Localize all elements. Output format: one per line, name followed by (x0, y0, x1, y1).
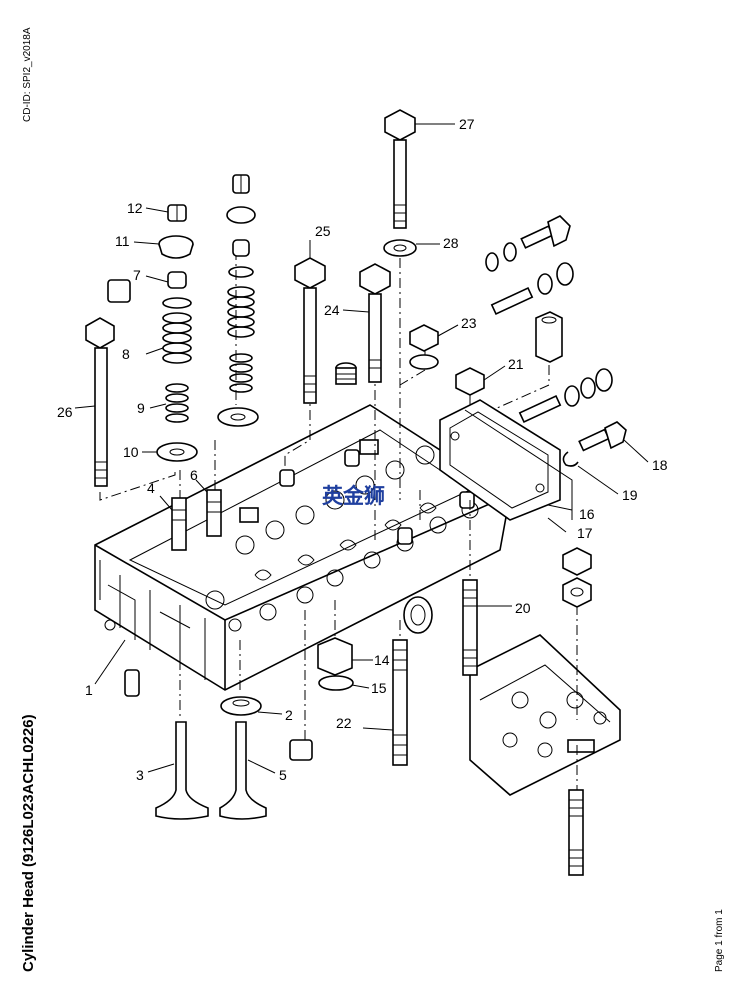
cylinder-head-drawing (94, 404, 511, 691)
bolt-group-top (485, 215, 571, 272)
bolt-group-lower (518, 368, 613, 424)
callout-17: 17 (577, 525, 593, 541)
nut-21 (455, 367, 485, 396)
head-bolt-25 (294, 257, 326, 404)
callout-14: 14 (374, 652, 390, 668)
valve-guide-6 (206, 489, 222, 537)
callout-23: 23 (461, 315, 477, 331)
callout-11: 11 (115, 233, 130, 249)
stem-seal-right (232, 239, 250, 257)
callout-19: 19 (622, 487, 638, 503)
callout-26: 26 (57, 404, 73, 420)
nuts-bottom-right (562, 547, 592, 608)
head-bolt-27 (384, 109, 416, 229)
gasket-16 (439, 399, 561, 521)
outer-valve-spring-8 (162, 312, 192, 364)
callout-3: 3 (136, 767, 144, 783)
sleeve-nut (535, 311, 563, 363)
valve-stem-seal-7 (167, 271, 187, 289)
callout-9: 9 (137, 400, 145, 416)
cap-small (107, 279, 131, 303)
washer-28 (383, 239, 417, 257)
sleeve-near-22 (403, 596, 433, 634)
valve-guide-seal-2 (220, 696, 262, 716)
callout-24: 24 (324, 302, 340, 318)
head-bolt-26 (85, 317, 115, 487)
sealing-ring-15 (318, 675, 354, 691)
callout-10: 10 (123, 444, 139, 460)
intake-valve-drawing (155, 721, 209, 820)
callout-12: 12 (127, 200, 143, 216)
callout-5: 5 (279, 767, 287, 783)
callout-8: 8 (122, 346, 130, 362)
spring-retainer-11 (158, 235, 194, 259)
stud-20 (462, 579, 478, 676)
callout-25: 25 (315, 223, 331, 239)
callout-22: 22 (336, 715, 352, 731)
callout-21: 21 (508, 356, 524, 372)
exhaust-valve-drawing (219, 721, 267, 820)
stud-22 (392, 639, 408, 766)
valve-spring-right (227, 286, 255, 393)
spring-washer-right (217, 407, 259, 427)
head-bolt-24 (359, 263, 391, 383)
cover-plate-17 (464, 409, 573, 520)
spring-seat-washer-10 (156, 442, 198, 462)
callout-6: 6 (190, 467, 198, 483)
callout-2: 2 (285, 707, 293, 723)
callout-7: 7 (133, 267, 141, 283)
spring-retainer-right (226, 206, 256, 224)
nut-23 (409, 324, 439, 370)
callout-27: 27 (459, 116, 475, 132)
callout-15: 15 (371, 680, 387, 696)
seal-ring (162, 297, 192, 309)
guide-seal (124, 669, 140, 697)
bolt-18 (578, 421, 627, 452)
callout-18: 18 (652, 457, 668, 473)
inner-valve-spring-9 (165, 383, 189, 423)
valve-collets-right (232, 174, 250, 194)
callout-28: 28 (443, 235, 459, 251)
callout-4: 4 (147, 480, 155, 496)
callout-labels: 1 2 3 4 5 6 7 8 9 10 11 12 14 15 16 17 1… (57, 116, 668, 783)
plug-small (289, 739, 313, 761)
callout-1: 1 (85, 682, 93, 698)
plug-14 (317, 637, 353, 676)
callout-16: 16 (579, 506, 595, 522)
plug-insert (335, 362, 357, 385)
valve-collets-12 (167, 204, 187, 222)
lock-washer-19 (562, 451, 579, 467)
leader-lines (74, 123, 649, 774)
stud-bottom-right (568, 789, 584, 876)
watermark-logo: 英金狮 (322, 484, 385, 508)
stud-group-mid (490, 262, 574, 316)
cylinder-head-detail-view (469, 634, 621, 796)
callout-20: 20 (515, 600, 531, 616)
valve-guide-4 (171, 497, 187, 551)
